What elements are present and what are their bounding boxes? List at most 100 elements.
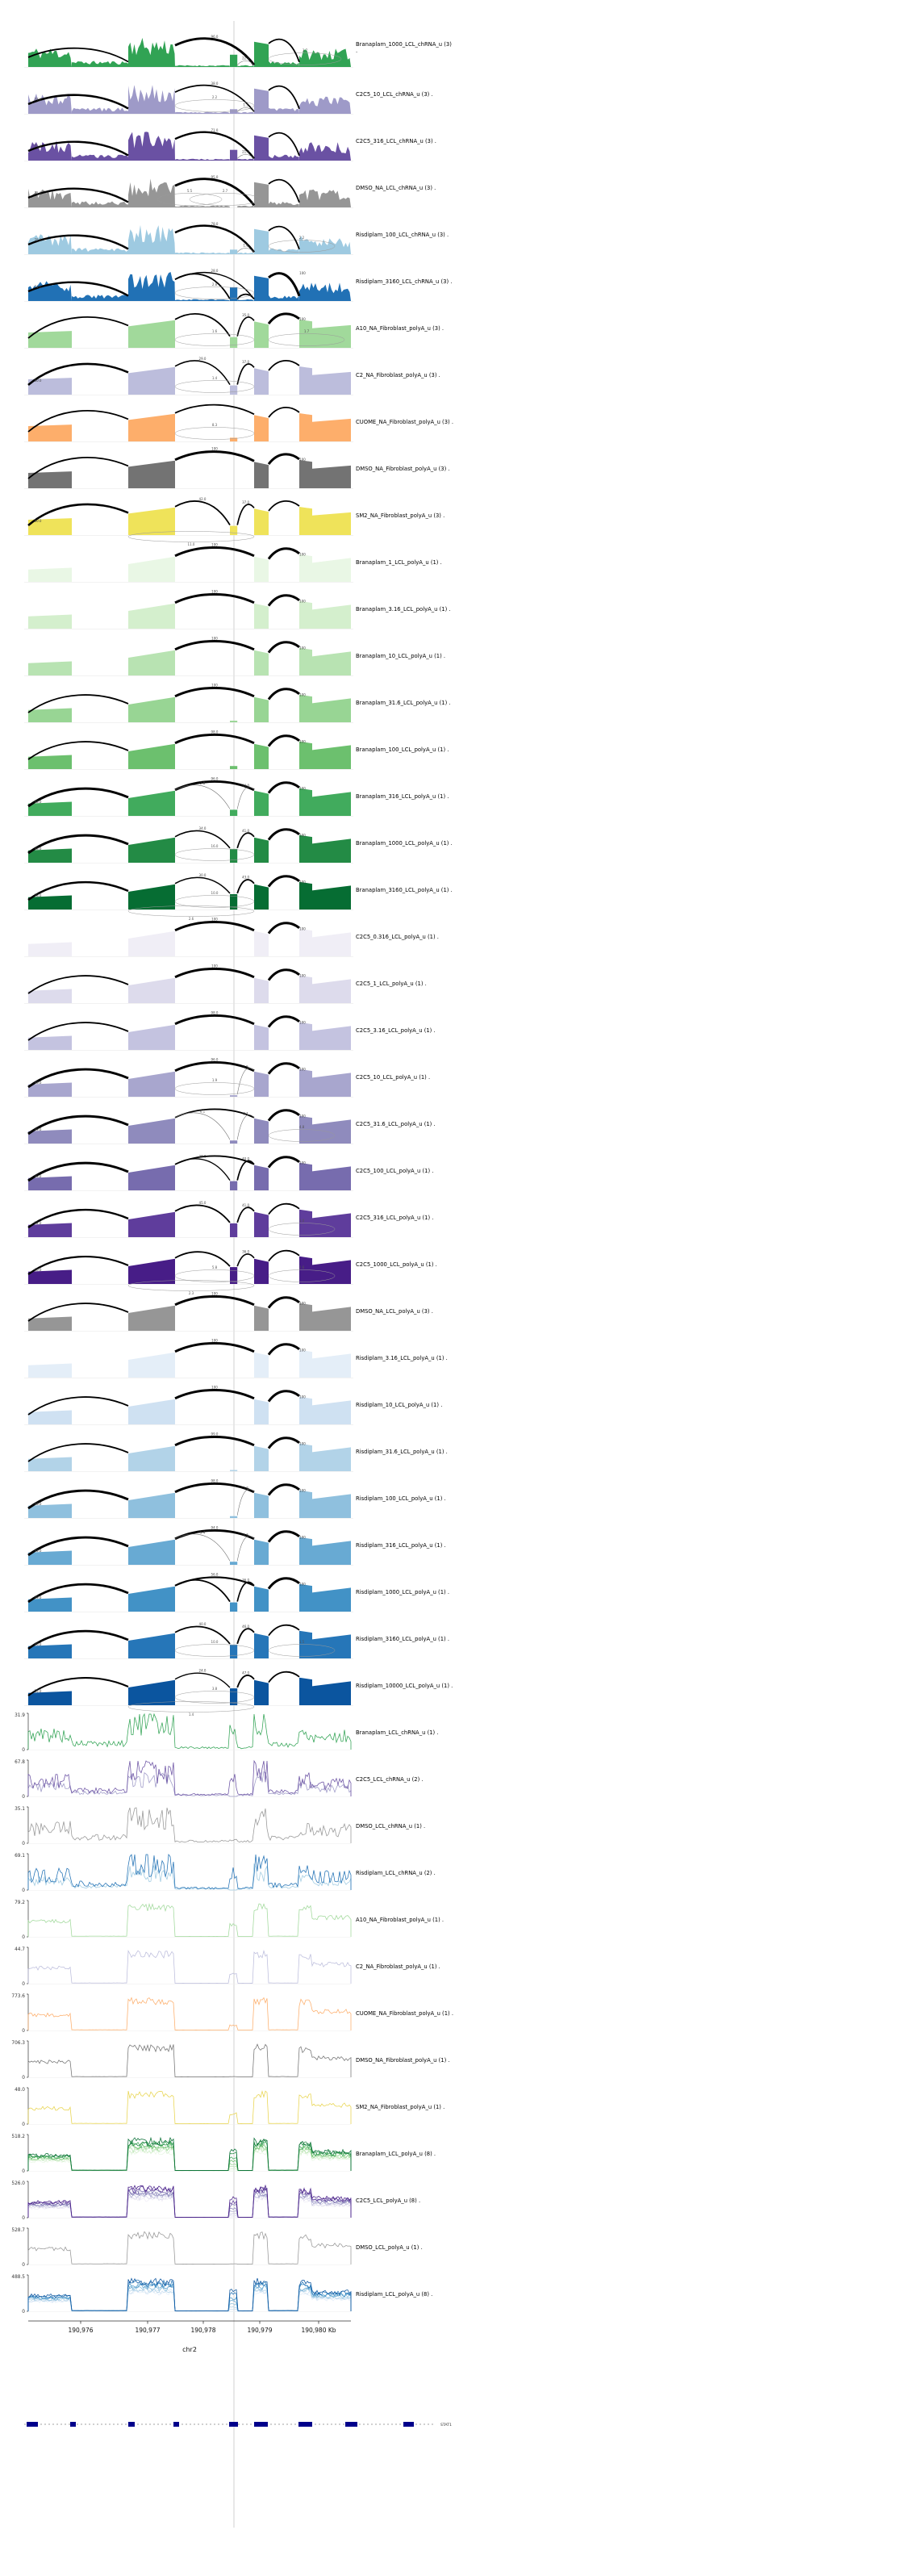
junction-arc <box>27 410 129 433</box>
junction-ellipse <box>127 531 255 542</box>
coverage-area <box>299 1303 312 1331</box>
junction-ellipse <box>174 1082 255 1095</box>
junction-count-label: 100 <box>299 1302 306 1306</box>
coverage-area <box>254 275 269 301</box>
junction-count-label: 100 <box>299 740 306 744</box>
junction-count-label: 100 <box>299 646 306 650</box>
coverage-area <box>299 1068 312 1097</box>
coverage-area <box>230 1470 238 1471</box>
coverage-area <box>254 88 269 114</box>
junction-count-label: 36.0 <box>242 1579 249 1583</box>
junction-ellipse <box>268 1223 336 1236</box>
junction-arc <box>174 1158 231 1181</box>
coverage-area <box>237 111 254 114</box>
junction-arc <box>27 1303 129 1322</box>
junction-arc <box>27 503 129 526</box>
junction-count-label: 78.0 <box>211 222 219 226</box>
coverage-area <box>299 282 351 301</box>
junction-count-label: 100 <box>211 964 218 968</box>
junction-arc <box>174 546 255 558</box>
junction-count-label: 41.0 <box>242 1203 249 1207</box>
coverage-area <box>299 460 312 488</box>
junction-arc <box>268 500 300 512</box>
coverage-line <box>27 2196 352 2218</box>
junction-count-label: 14.0 <box>242 784 249 788</box>
coverage-line <box>27 2277 352 2311</box>
junction-count-label: 3.8 <box>212 1687 218 1691</box>
coverage-area <box>254 508 269 535</box>
coverage-area <box>230 766 238 769</box>
coverage-area <box>254 1539 269 1565</box>
junction-arc <box>174 313 231 337</box>
junction-arc <box>27 694 129 713</box>
junction-count-label: 35.0 <box>242 313 249 317</box>
junction-count-label: 2.8 <box>200 781 206 785</box>
coverage-area <box>28 1082 72 1097</box>
coverage-area <box>28 614 72 629</box>
x-tick-label: 190,977 <box>135 2327 160 2334</box>
coverage-area <box>128 413 175 441</box>
coverage-area <box>72 154 128 161</box>
coverage-area <box>254 1492 269 1518</box>
junction-count-label: 1.7 <box>304 329 310 333</box>
junction-count-label: 100 <box>299 974 306 978</box>
junction-count-label: 22.0 <box>242 56 249 60</box>
coverage-area <box>28 1644 72 1658</box>
junction-count-label: 36.0 <box>242 1249 249 1253</box>
coverage-area <box>254 1071 269 1097</box>
coverage-area <box>128 837 175 863</box>
coverage-area <box>28 989 72 1003</box>
junction-arc <box>268 1624 300 1637</box>
junction-count-label: 41.0 <box>242 829 249 833</box>
junction-ellipse <box>127 1701 255 1712</box>
junction-count-label: 100 <box>299 1161 306 1165</box>
junction-count-label: 30.0 <box>199 873 207 877</box>
junction-count-label: 47.0 <box>242 1671 249 1675</box>
coverage-area <box>28 1269 72 1284</box>
junction-count-label: 2.2 <box>299 236 305 240</box>
junction-count-label: 42.0 <box>199 497 207 501</box>
coverage-area <box>128 178 175 207</box>
junction-arc <box>236 787 255 809</box>
junction-arc <box>268 272 301 297</box>
gene-exon-box <box>173 2422 179 2427</box>
junction-arc <box>174 1625 231 1645</box>
coverage-area <box>312 1307 351 1331</box>
coverage-area <box>299 1209 312 1237</box>
coverage-area <box>72 107 128 114</box>
junction-arc <box>27 1208 129 1228</box>
coverage-area <box>28 1316 72 1331</box>
coverage-line <box>27 2149 352 2172</box>
junction-count-label: 100 <box>299 1021 306 1025</box>
coverage-area <box>299 1630 312 1658</box>
y-zero-label: 0 <box>22 2169 25 2174</box>
junction-ellipse <box>174 286 255 299</box>
junction-arc <box>268 1202 300 1215</box>
junction-arc <box>267 1156 300 1169</box>
coverage-area <box>128 556 175 582</box>
coverage-area <box>72 61 128 67</box>
coverage-area <box>230 109 238 114</box>
coverage-area <box>269 248 299 254</box>
junction-arc <box>267 594 300 607</box>
junction-count-label: 96.0 <box>35 1502 42 1506</box>
coverage-area <box>254 1118 269 1144</box>
y-max-label: 528.7 <box>11 2228 25 2233</box>
coverage-area <box>312 1353 351 1378</box>
junction-count-label: 98.0 <box>35 800 42 804</box>
junction-arc <box>27 1161 129 1182</box>
x-tick-label: 190,978 <box>190 2327 215 2334</box>
junction-count-label: 100 <box>299 1536 306 1540</box>
coverage-area <box>128 1165 175 1190</box>
coverage-area <box>28 1597 72 1612</box>
junction-ellipse <box>268 333 345 346</box>
coverage-area <box>128 1211 175 1237</box>
coverage-area <box>312 838 351 863</box>
junction-arc <box>27 187 129 203</box>
coverage-area <box>299 366 312 395</box>
junction-count-label: 100 <box>299 880 306 884</box>
junction-ellipse <box>174 848 255 861</box>
junction-arc <box>174 734 255 745</box>
coverage-area <box>254 1305 269 1331</box>
coverage-area <box>28 188 72 207</box>
